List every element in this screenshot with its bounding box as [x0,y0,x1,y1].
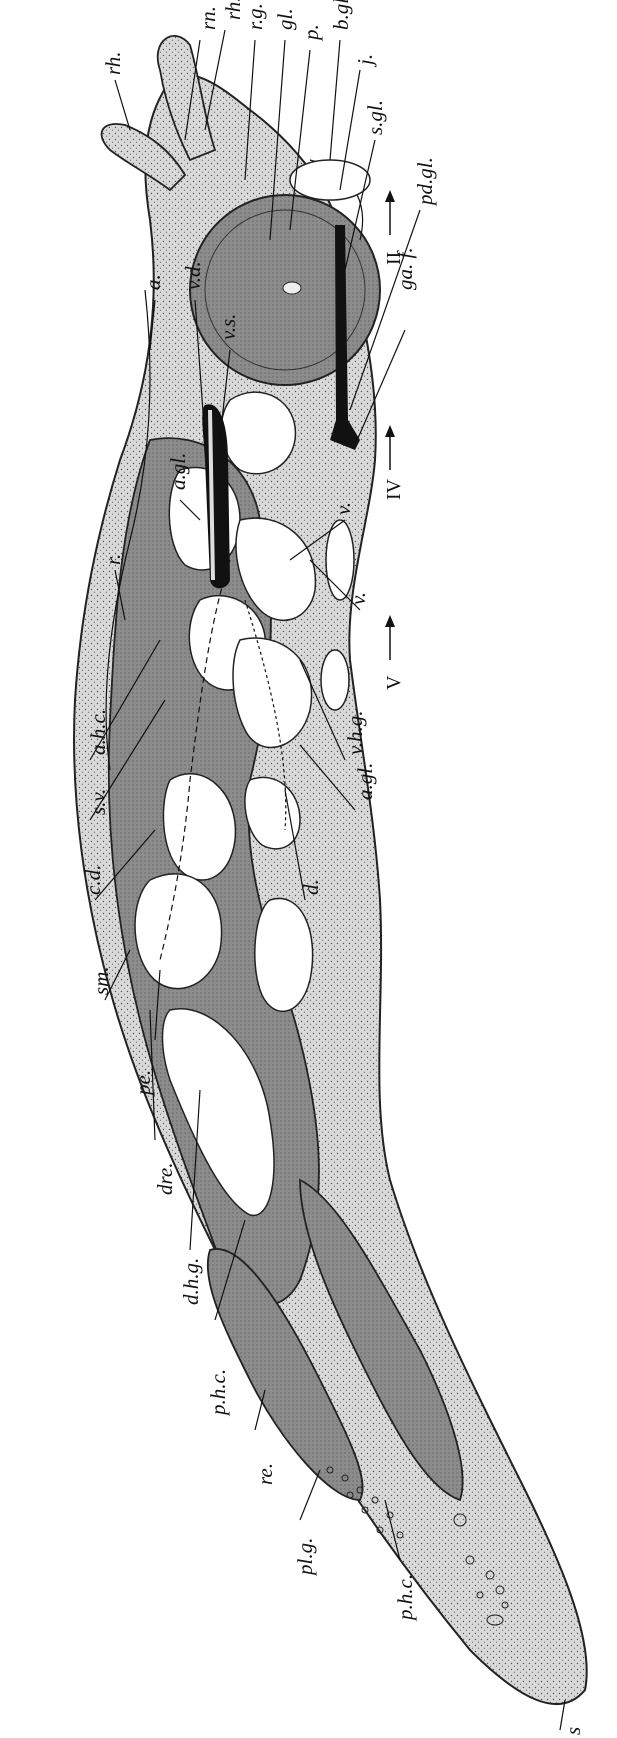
label-gaf: ga. f. [393,247,417,290]
label-j: j. [353,54,377,68]
label-bgl: b.gl. [329,0,353,30]
vesicle-1 [326,520,354,600]
label-dre: dre. [153,1163,177,1195]
white-organ-7 [135,874,222,989]
label-vhg: v.h.g. [343,710,367,755]
svg-text:IV: IV [383,478,405,500]
label-dhg: d.h.g. [179,1258,203,1305]
section-mark-V: V [383,615,405,690]
label-rg: r.g. [243,3,267,30]
label-sgl: s.gl. [363,100,387,135]
label-gl: gl. [273,8,297,30]
label-sv: s.v. [86,789,110,815]
white-organ-1 [221,392,295,474]
label-phc-lower: p.h.c. [393,1574,417,1622]
label-p: p. [299,24,323,42]
label-a: a. [141,274,165,290]
label-d: d. [299,879,323,895]
label-sm: sm. [89,966,113,995]
label-phc-upper: p.h.c. [206,1369,230,1417]
label-pe: pe. [131,1070,155,1097]
label-agl-bottom: a.gl. [353,763,377,800]
white-organ-9 [255,898,313,1011]
label-cd: c.d. [81,865,105,895]
label-agl-top: a.gl. [166,453,190,490]
label-rn: rn. [196,6,220,30]
label-vs: v.s. [216,314,240,340]
section-mark-IV: IV [383,425,405,500]
label-r: r. [101,554,125,565]
vesicle-2 [321,650,349,710]
label-v2: v. [346,592,370,605]
label-vd: v.d. [181,261,205,290]
svg-text:V: V [383,675,405,690]
label-pdgl: pd.gl. [413,157,437,207]
label-rh-side: rh. [101,51,125,75]
label-ahc: a.h.c. [86,709,110,755]
label-s: s [561,1727,585,1735]
label-re: re. [253,1463,277,1485]
label-plg: pl.g. [293,1538,317,1577]
label-v1: v. [331,502,355,515]
label-rh-top: rh. [221,0,245,20]
